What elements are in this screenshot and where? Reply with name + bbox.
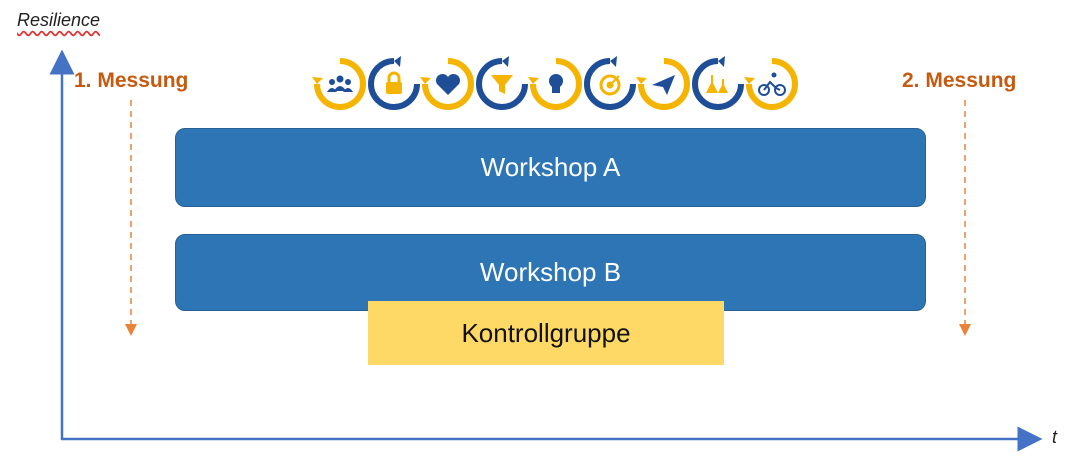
workshop-b-label: Workshop B xyxy=(479,257,622,287)
workshop-a-box: Workshop A xyxy=(175,128,926,207)
control-group-box: Kontrollgruppe xyxy=(368,301,724,365)
funnel-icon xyxy=(473,55,531,113)
control-group-label: Kontrollgruppe xyxy=(461,317,631,348)
lightbulb-icon xyxy=(527,55,585,113)
paper-plane-icon xyxy=(635,55,693,113)
workshop-b-box: Workshop B xyxy=(175,234,926,311)
people-group-icon xyxy=(311,55,369,113)
cycle-icon-row xyxy=(311,55,801,115)
lock-icon xyxy=(365,55,423,113)
first-measurement-label: 1. Messung xyxy=(74,69,189,92)
workshop-a-label: Workshop A xyxy=(480,152,621,182)
x-axis-label: t xyxy=(1052,427,1058,447)
cyclist-icon xyxy=(743,55,801,113)
y-axis-label: Resilience xyxy=(17,10,101,30)
heart-icon xyxy=(419,55,477,113)
target-icon xyxy=(581,55,639,113)
lab-flasks-icon xyxy=(689,55,747,113)
second-measurement-label: 2. Messung xyxy=(902,69,1017,92)
